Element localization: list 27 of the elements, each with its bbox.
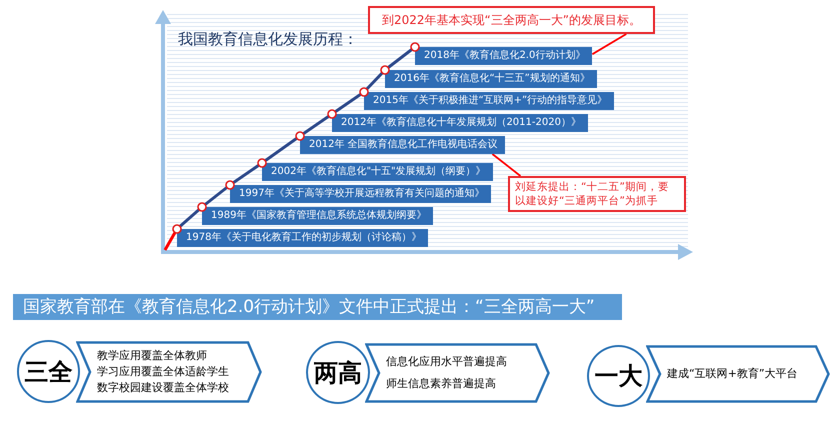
leader-line (592, 33, 627, 55)
milestone-label: 2012年 全国教育信息化工作电视电话会议 (300, 136, 505, 154)
leader-line (492, 153, 522, 177)
chevron-panel (76, 341, 262, 403)
milestone-label: 2016年《教育信息化“十三五”规划的通知》 (385, 70, 597, 88)
milestone-label: 2012年《教育信息化十年发展规划（2011-2020）》 (332, 114, 588, 132)
milestone-label: 1989年《国家教育管理信息系统总体规划纲要》 (202, 207, 434, 225)
goal-text: 学习应用覆盖全体适龄学生 (97, 365, 229, 379)
milestone-label: 1978年《关于电化教育工作的初步规划（讨论稿）》 (177, 229, 428, 247)
chevron-panel (365, 343, 550, 403)
milestone-label: 2015年《关于积极推进“互联网+”行动的指导意见》 (364, 92, 614, 110)
goal-text: 数字校园建设覆盖全体学校 (97, 381, 229, 395)
goal-text: 师生信息素养普遍提高 (386, 377, 496, 391)
callout-note: 刘延东提出：“十二五”期间，要以建设好“三通两平台”为抓手 (508, 176, 686, 212)
heading-band: 国家教育部在《教育信息化2.0行动计划》文件中正式提出：“三全两高一大” (13, 294, 622, 320)
goal-text: 教学应用覆盖全体教师 (97, 349, 207, 363)
chevron-panel (646, 345, 830, 403)
goal-text: 建成“互联网+教育”大平台 (667, 367, 798, 381)
goal-text: 信息化应用水平普遍提高 (386, 355, 507, 369)
callout-note: 到2022年基本实现“三全两高一大”的发展目标。 (368, 6, 655, 34)
keyword-circle: 一大 (587, 345, 650, 407)
chart-title: 我国教育信息化发展历程： (178, 30, 358, 49)
milestone-label: 2002年《教育信息化"十五"发展规划（纲要）》 (262, 163, 493, 181)
keyword-circle: 三全 (17, 340, 80, 403)
milestone-label: 2018年《教育信息化2.0行动计划》 (415, 47, 592, 65)
milestone-label: 1997年《关于高等学校开展远程教育有关问题的通知》 (230, 185, 492, 203)
keyword-circle: 两高 (306, 341, 370, 404)
